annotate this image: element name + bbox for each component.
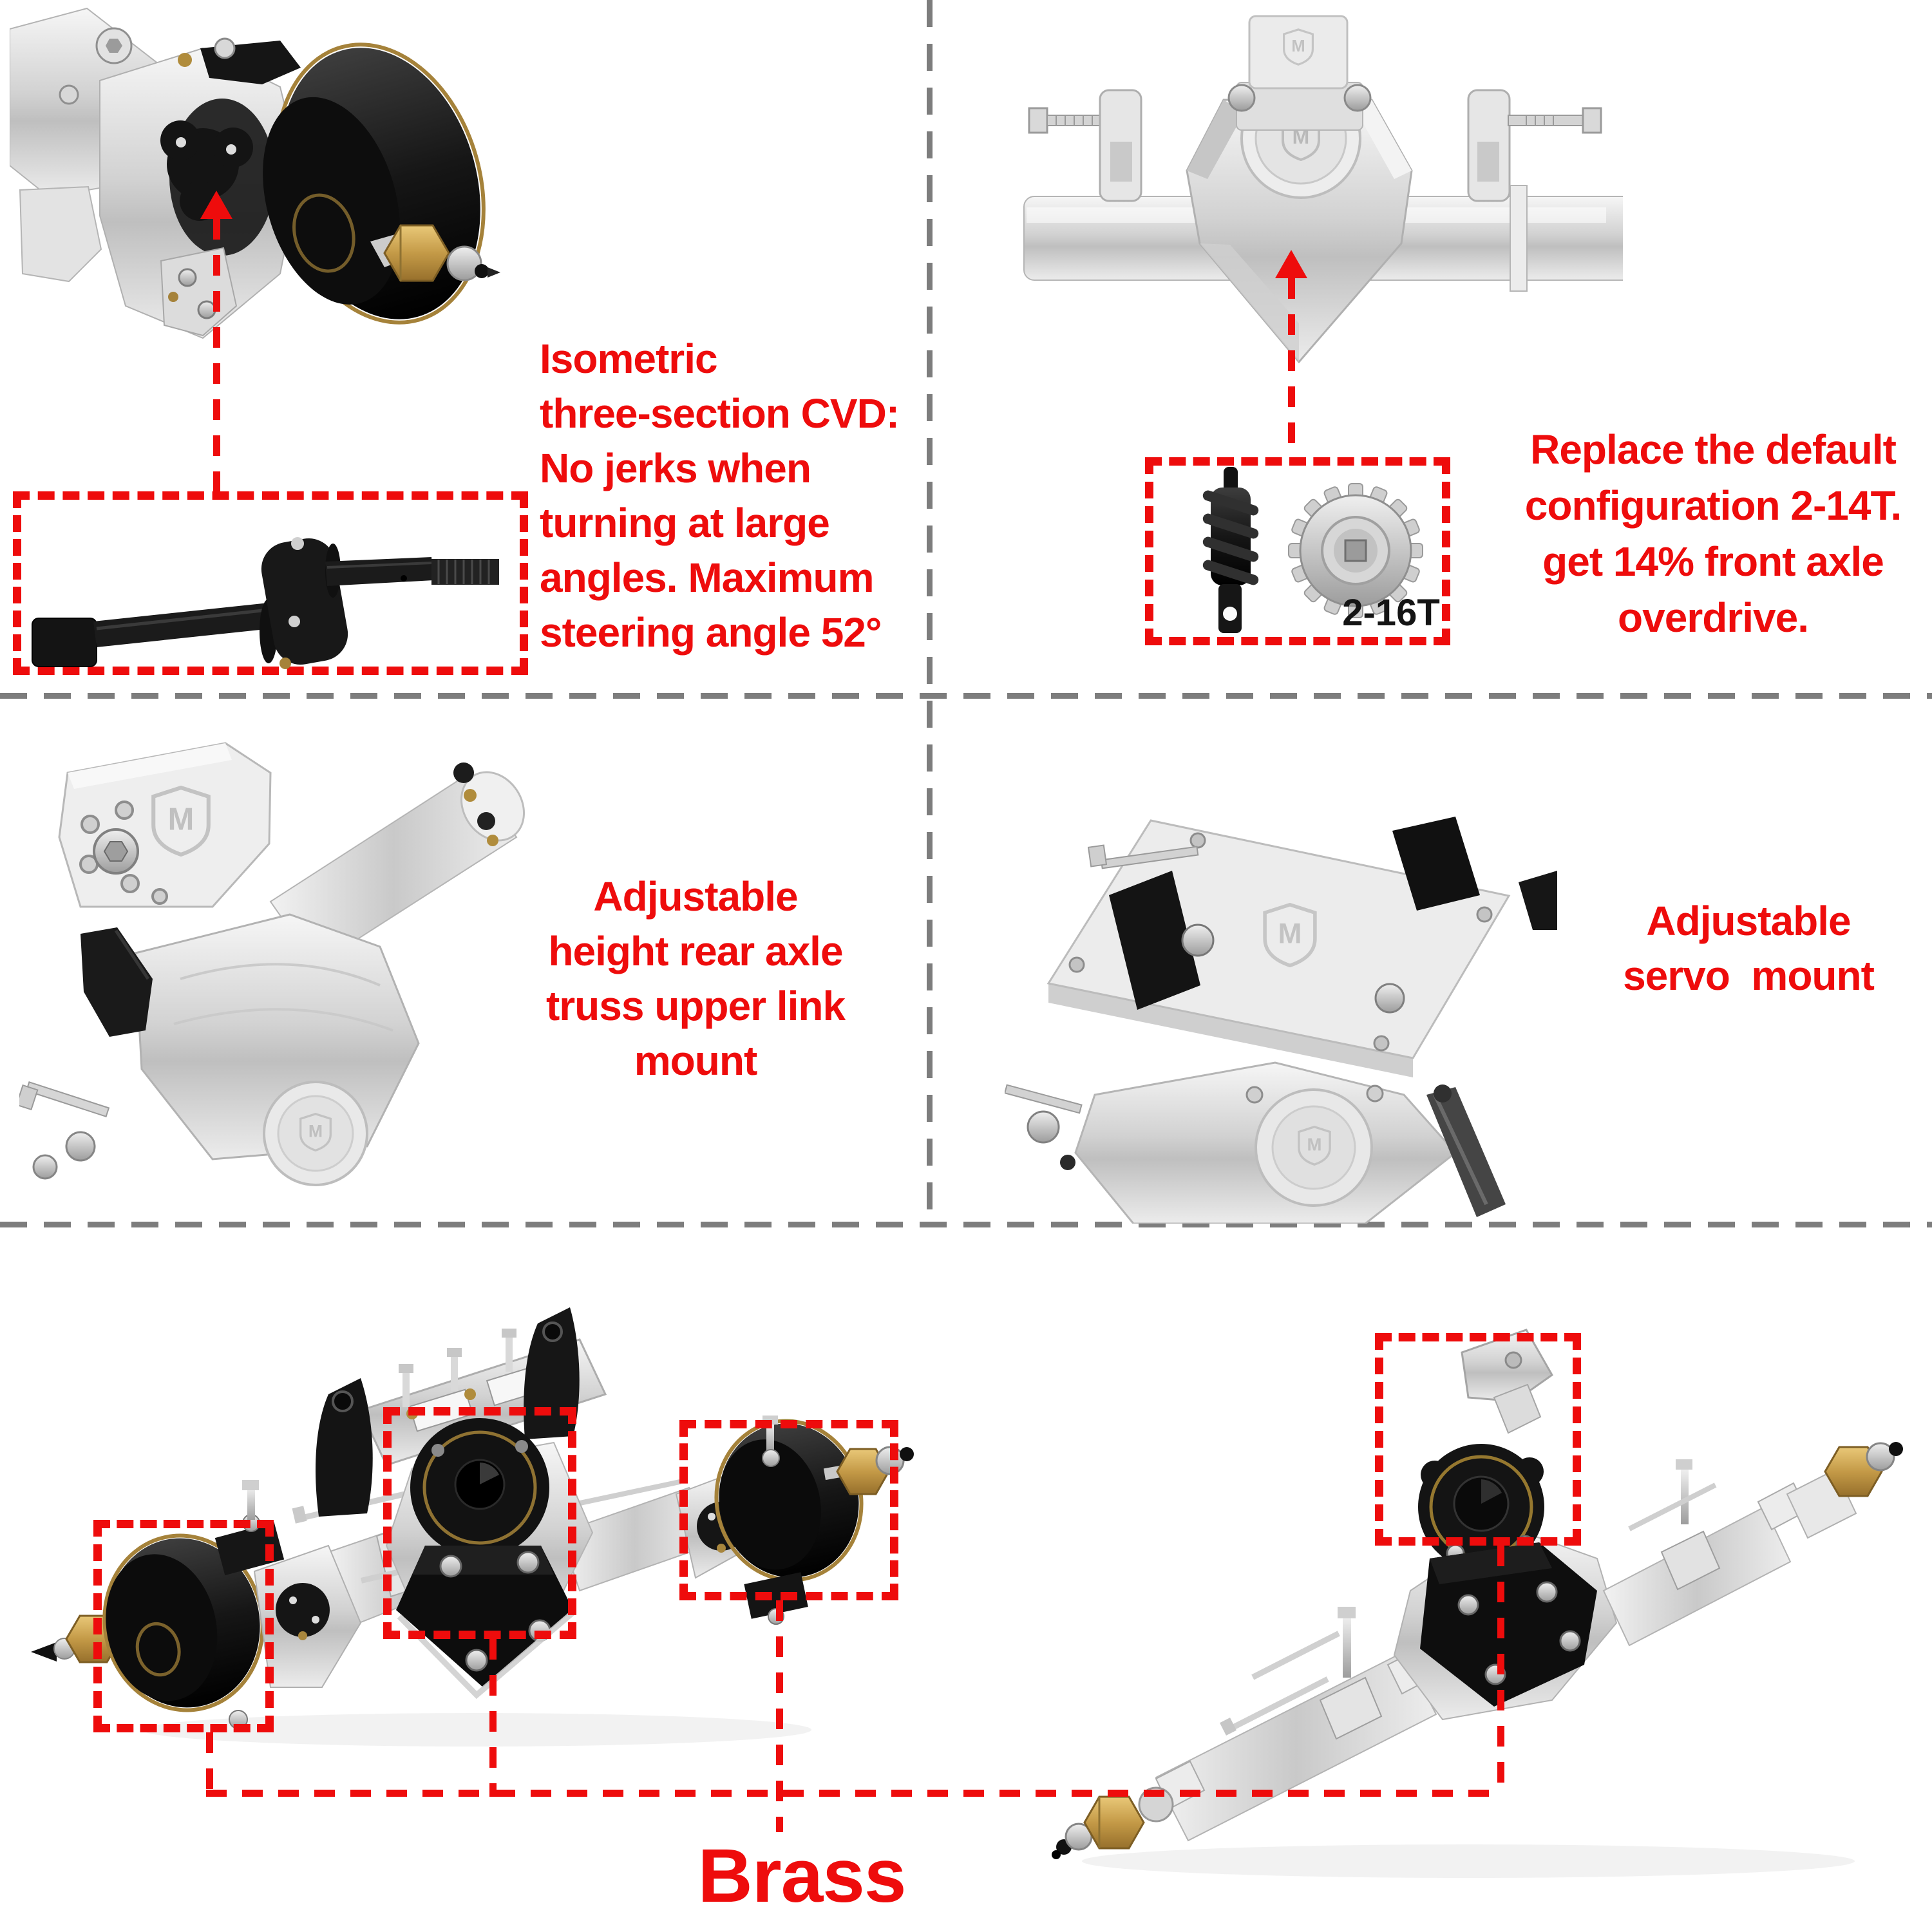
- servo-annotation: Adjustable servo mount: [1565, 894, 1932, 1003]
- left-clamp: [1028, 89, 1142, 202]
- divider-horizontal-1: [0, 693, 1932, 699]
- brass-diff-box: [383, 1407, 576, 1639]
- right-clamp: [1467, 89, 1602, 202]
- brass-material-label: Brass: [697, 1833, 906, 1918]
- annotation-line: turning at large: [540, 500, 830, 546]
- right-axle-end: [1786, 1442, 1903, 1539]
- annotation-line: Replace the default: [1530, 426, 1897, 473]
- divider-horizontal-2: [0, 1222, 1932, 1227]
- mount-screws: [19, 1081, 110, 1180]
- diff-housing: [1074, 1061, 1457, 1224]
- annotation-line: Isometric: [540, 336, 718, 382]
- pointer-arrow-cvd: [200, 191, 232, 219]
- axle-tube-right: [1602, 1459, 1808, 1647]
- truss-upper-link-mount: [58, 742, 272, 908]
- gear-ratio-label: 2-16T: [1342, 592, 1440, 634]
- pointer-line-diff: [1288, 278, 1295, 457]
- annotation-line: Adjustable: [1646, 898, 1851, 944]
- front-axle-knuckle-photo: [10, 7, 500, 339]
- overdrive-gears-photo: [1202, 467, 1423, 633]
- gears-highlight-box: [1145, 457, 1450, 645]
- annotation-line: Adjustable: [593, 873, 798, 920]
- cvd-driveshaft: [32, 537, 499, 669]
- annotation-line: angles. Maximum: [540, 554, 875, 601]
- annotation-line: get 14% front axle: [1542, 538, 1884, 585]
- pointer-line-cvd: [213, 219, 220, 493]
- left-axle-end: [1052, 1786, 1174, 1859]
- link-lever: [80, 927, 153, 1037]
- rear-axle-truss-photo: [19, 742, 526, 1186]
- brass-connector-horizontal: [206, 1790, 1504, 1797]
- front-portal-axle-photo: [31, 1307, 914, 1747]
- axle-beam: [269, 762, 526, 967]
- brass-connector-mid: [489, 1639, 497, 1797]
- front-axle-housing-photo: [1023, 15, 1623, 364]
- annotation-line: three-section CVD:: [540, 390, 900, 437]
- brass-hub-left-box: [93, 1520, 274, 1732]
- overdrive-annotation: Replace the default configuration 2-14T.…: [1501, 422, 1926, 646]
- left-portal-hub: [31, 1480, 362, 1729]
- brass-connector-right: [776, 1600, 783, 1832]
- annotation-line: steering angle 52°: [540, 609, 882, 656]
- annotation-line: height rear axle: [548, 928, 843, 974]
- divider-vertical: [927, 0, 933, 1224]
- brass-connector-left: [206, 1732, 213, 1797]
- annotation-line: overdrive.: [1618, 594, 1809, 641]
- brass-rear-diff-box: [1375, 1333, 1581, 1546]
- servo-spacers: [1087, 817, 1557, 1010]
- truss-annotation: Adjustable height rear axle truss upper …: [515, 869, 876, 1088]
- annotation-line: configuration 2-14T.: [1524, 482, 1902, 529]
- axle-tube-left: [1155, 1607, 1437, 1842]
- spur-gear: [1288, 483, 1423, 618]
- cvd-annotation: Isometric three-section CVD: No jerks wh…: [540, 332, 926, 660]
- diff-housing: [134, 913, 420, 1186]
- top-mount: [1227, 15, 1372, 131]
- annotation-line: mount: [634, 1037, 758, 1084]
- steering-arms-truss: [316, 1307, 607, 1517]
- annotation-line: servo mount: [1623, 952, 1875, 999]
- cvd-driveshaft-photo: [32, 537, 499, 669]
- brass-connector-rear: [1497, 1546, 1504, 1797]
- pointer-arrow-diff: [1275, 250, 1307, 278]
- annotation-line: truss upper link: [545, 983, 846, 1029]
- diff-housing: [1186, 99, 1528, 364]
- servo-mount-photo: [1005, 817, 1557, 1224]
- brass-hex-nut: [370, 224, 500, 282]
- annotation-line: No jerks when: [540, 445, 811, 491]
- top-bracket: [178, 37, 301, 84]
- brass-hub-right-box: [679, 1420, 898, 1600]
- link-rod: [1426, 1084, 1506, 1217]
- cvd-highlight-box: [13, 491, 528, 675]
- center-diff: [1393, 1444, 1618, 1721]
- left-clamp: [1005, 1084, 1083, 1170]
- worm-gear: [1202, 467, 1259, 633]
- center-diff: [385, 1418, 594, 1700]
